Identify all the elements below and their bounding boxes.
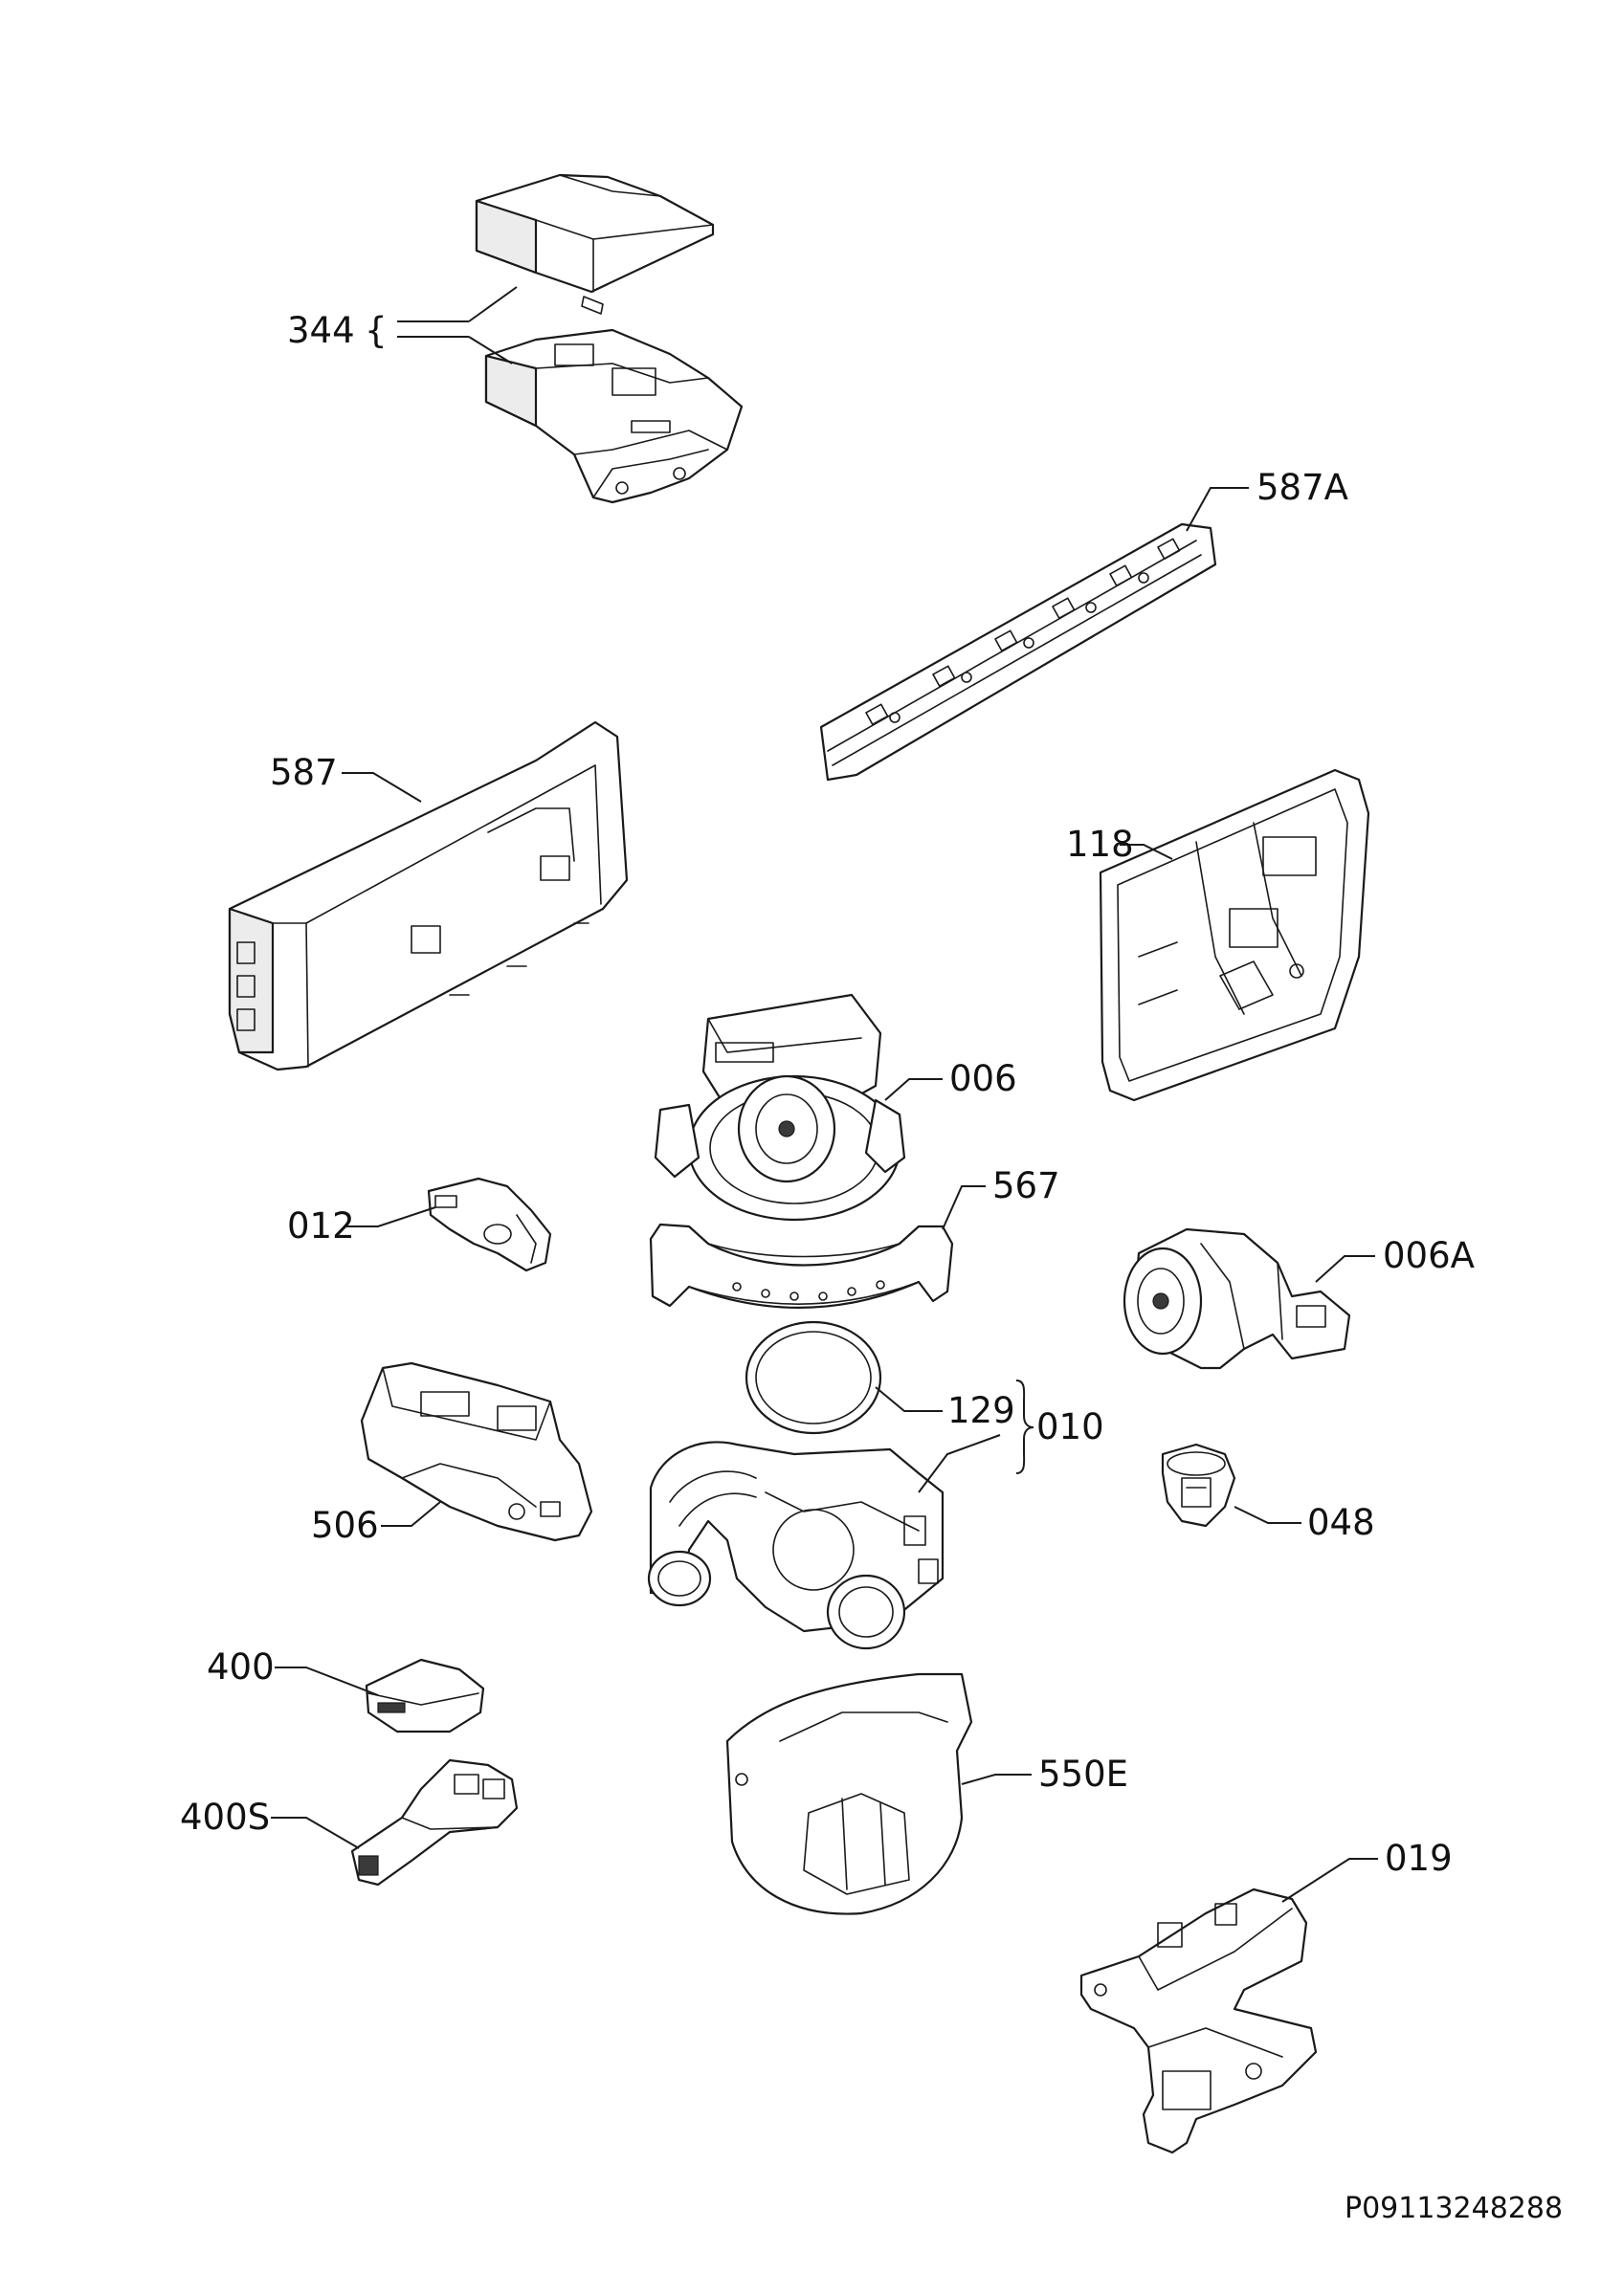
- part-048-sensor: [1161, 1443, 1236, 1528]
- part-344-module: [484, 328, 744, 504]
- label-587: 587: [270, 752, 338, 793]
- label-344: 344: [287, 310, 355, 351]
- label-129: 129: [947, 1390, 1015, 1431]
- part-587A-button-strip: [819, 522, 1217, 782]
- part-019-door-lock: [1079, 1888, 1318, 2154]
- label-344-brace: {: [365, 310, 388, 351]
- part-567-pump-bracket: [649, 1223, 954, 1309]
- part-118-detergent-dispenser: [1099, 768, 1370, 1102]
- leader-lines: [271, 286, 1378, 1903]
- part-006A-drain-pump: [1123, 1227, 1351, 1370]
- label-400S: 400S: [180, 1797, 270, 1838]
- label-012: 012: [287, 1205, 355, 1247]
- label-006A: 006A: [1383, 1235, 1475, 1276]
- label-118: 118: [1066, 824, 1134, 865]
- part-550E-shroud: [725, 1672, 973, 1915]
- label-587A: 587A: [1256, 467, 1348, 508]
- document-code: P09113248288: [1345, 2192, 1563, 2225]
- label-048: 048: [1307, 1502, 1375, 1543]
- part-labels: 344 { 587A 587 118 006 567 012 006A 129 …: [180, 310, 1475, 1879]
- part-587-electronic-box: [228, 720, 629, 1071]
- part-012-sensor: [427, 1177, 552, 1272]
- part-010-pump-housing: [647, 1441, 945, 1650]
- part-006-circulation-pump: [654, 993, 906, 1222]
- label-567: 567: [992, 1165, 1060, 1206]
- label-019: 019: [1385, 1838, 1453, 1879]
- part-344-cover: [475, 173, 715, 315]
- label-010: 010: [1036, 1406, 1104, 1447]
- label-006: 006: [949, 1058, 1017, 1099]
- label-506: 506: [311, 1505, 379, 1546]
- label-400: 400: [207, 1646, 275, 1688]
- part-506-air-break: [360, 1361, 593, 1542]
- part-129-gasket: [745, 1320, 882, 1435]
- part-400S-connector: [350, 1758, 519, 1887]
- part-400-connector: [365, 1658, 485, 1733]
- label-550E: 550E: [1038, 1754, 1128, 1795]
